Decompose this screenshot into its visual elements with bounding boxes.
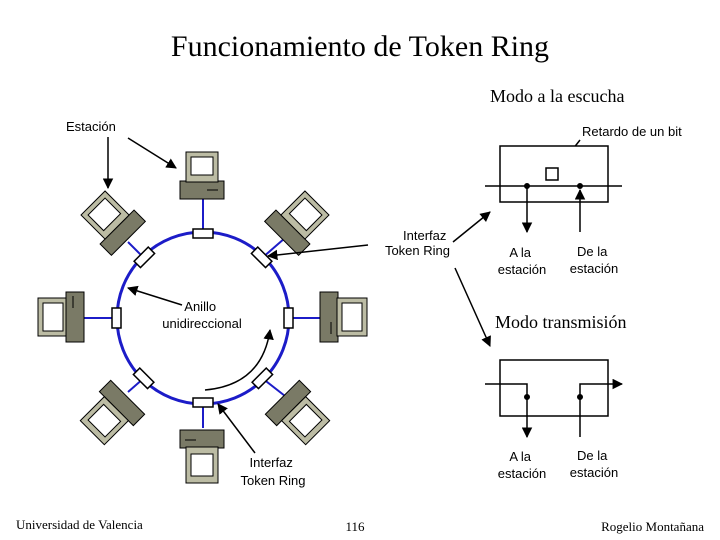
arrow-estacion-2 — [127, 137, 177, 169]
listen-mode-title: Modo a la escucha — [490, 86, 624, 106]
computer-bottom-right — [264, 379, 331, 446]
computer-top-left — [80, 190, 147, 257]
footer-right: Rogelio Montañana — [601, 519, 704, 534]
computer-right — [319, 291, 368, 343]
ring-interfaces — [111, 228, 294, 408]
transmit-mode-title: Modo transmisión — [495, 312, 627, 332]
ring-direction-arrow — [204, 328, 274, 391]
listen-de-la-estacion: De la estación — [570, 244, 618, 276]
ring-interface-box — [133, 246, 156, 269]
ring-interface-box — [111, 307, 122, 329]
computer-top — [179, 151, 225, 200]
listen-a-la-estacion: A la estación — [498, 245, 546, 277]
label-interfaz-bottom: Interfaz Token Ring — [240, 455, 305, 488]
footer-center: 116 — [345, 519, 365, 534]
page-title: Funcionamiento de Token Ring — [170, 30, 550, 63]
label-interfaz-top: Interfaz Token Ring — [385, 228, 450, 258]
computer-bottom — [179, 429, 225, 484]
transmit-mode-box — [499, 359, 609, 417]
ring-interface-box — [192, 397, 214, 408]
arrow-anillo — [126, 285, 183, 306]
transmit-left-path — [485, 383, 533, 439]
arrow-interfaz-to-diagrams-down — [454, 267, 491, 347]
label-anillo: Anillo unidireccional — [162, 299, 242, 331]
transmit-mode-diagram — [485, 359, 624, 439]
ring-interface-box — [250, 246, 273, 269]
arrow-interfaz-top — [266, 244, 369, 261]
ring-interface-box — [132, 367, 155, 390]
computer-left — [37, 291, 85, 343]
footer-left: Universidad de Valencia — [16, 517, 143, 532]
transmit-right-path — [579, 378, 624, 437]
transmit-a-la-estacion: A la estación — [498, 449, 546, 481]
label-retardo: Retardo de un bit — [582, 124, 682, 139]
ring-interface-box — [251, 367, 274, 390]
computer-top-right — [263, 190, 330, 257]
bit-delay-box — [545, 167, 559, 181]
computer-bottom-left — [79, 379, 146, 446]
arrow-interfaz-to-diagrams-up — [452, 211, 491, 243]
arrow-interfaz-bottom — [217, 403, 256, 454]
ring-interface-box — [283, 307, 294, 329]
transmit-de-la-estacion: De la estación — [570, 448, 618, 480]
label-estacion: Estación — [66, 119, 116, 134]
listen-mode-diagram — [485, 145, 622, 234]
ring-interface-box — [192, 228, 214, 239]
